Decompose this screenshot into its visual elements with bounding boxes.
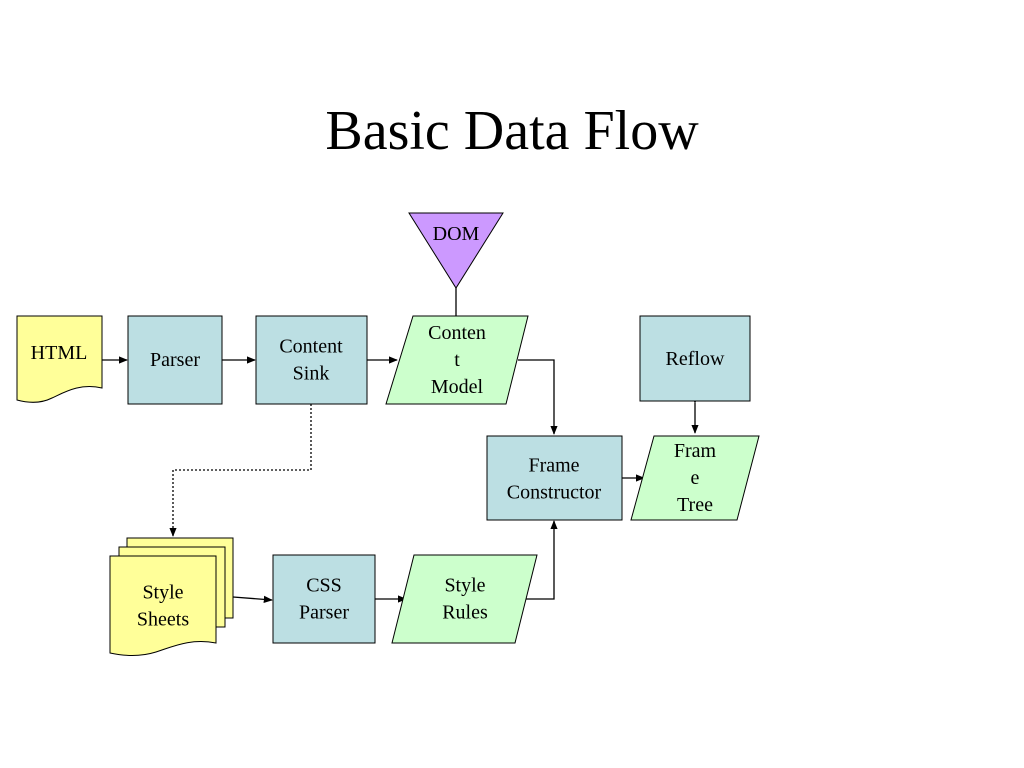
dom-label-line: DOM bbox=[433, 223, 480, 245]
slide-title: Basic Data Flow bbox=[325, 100, 699, 162]
css-parser-label-line: CSS bbox=[306, 575, 342, 597]
edge-content-sink-style-sheets bbox=[169, 404, 312, 537]
content-sink-label-line: Sink bbox=[293, 363, 330, 385]
parser-label-line: Parser bbox=[150, 349, 200, 371]
frame-constructor-box bbox=[486, 435, 623, 521]
reflow-label: Reflow bbox=[666, 348, 725, 370]
edge-style-sheets-css-parser bbox=[232, 595, 273, 604]
style-sheets-label-line: Style bbox=[142, 582, 183, 604]
html-label-line: HTML bbox=[31, 342, 88, 364]
reflow-box bbox=[639, 315, 751, 402]
style-rules-label-line: Style bbox=[444, 575, 485, 597]
frame-tree-label-line: e bbox=[691, 467, 700, 489]
node-parser: Parser bbox=[127, 315, 223, 405]
css-parser-box bbox=[272, 554, 376, 644]
frame-constructor-label-line: Constructor bbox=[507, 482, 602, 504]
css-parser-label: CSS Parser bbox=[299, 575, 349, 624]
content-sink-box bbox=[255, 315, 368, 405]
content-model-label-line: Model bbox=[431, 376, 484, 398]
edge-content-model-frame-constructor bbox=[518, 359, 558, 435]
html-label: HTML bbox=[31, 342, 88, 364]
frame-tree-label-line: Tree bbox=[677, 494, 713, 516]
connectors bbox=[102, 288, 699, 604]
parser-box bbox=[127, 315, 223, 405]
node-dom: DOM bbox=[408, 212, 504, 289]
style-rules-shape bbox=[391, 554, 538, 644]
content-model-shape bbox=[385, 315, 529, 405]
content-sink-label-line: Content bbox=[279, 336, 343, 358]
style-sheets-label-line: Sheets bbox=[137, 609, 189, 631]
dom-label: DOM bbox=[433, 223, 480, 245]
node-reflow: Reflow bbox=[639, 315, 751, 402]
content-model-label-line: t bbox=[454, 349, 460, 371]
style-sheet-front bbox=[109, 555, 217, 656]
node-html: HTML bbox=[16, 315, 103, 403]
html-document-shape bbox=[16, 315, 103, 403]
frame-constructor-label-line: Frame bbox=[528, 455, 579, 477]
parser-label: Parser bbox=[150, 349, 200, 371]
frame-tree-shape bbox=[630, 435, 760, 521]
content-model-label-line: Conten bbox=[428, 322, 486, 344]
edge-style-rules-frame-constructor bbox=[526, 520, 558, 600]
dom-triangle bbox=[408, 212, 504, 289]
frame-tree-label-line: Fram bbox=[674, 440, 717, 462]
node-css-parser: CSS Parser bbox=[272, 554, 376, 644]
reflow-label-line: Reflow bbox=[666, 348, 725, 370]
css-parser-label-line: Parser bbox=[299, 602, 349, 624]
style-rules-label-line: Rules bbox=[442, 602, 488, 624]
